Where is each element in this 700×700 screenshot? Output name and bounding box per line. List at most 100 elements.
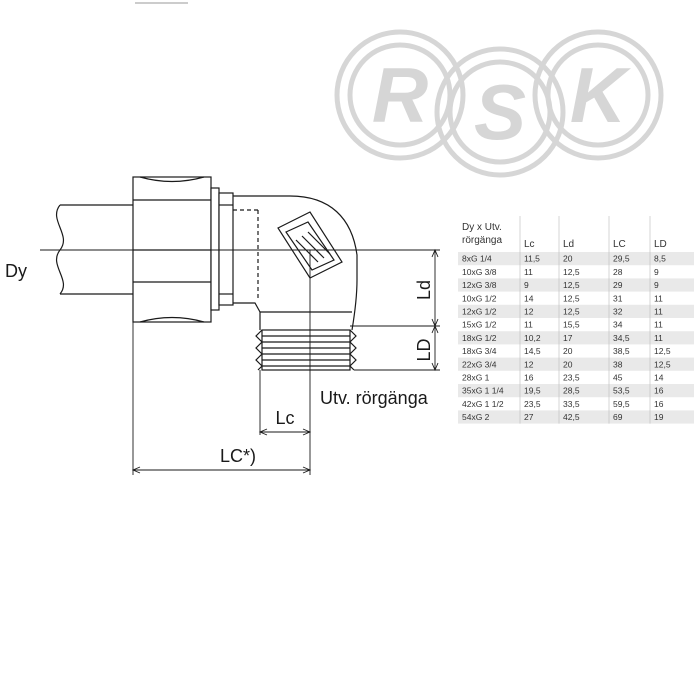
table-row: 8xG 1/4 11,5 20 29,5 8,5 [458,252,694,266]
dimension-lines [40,248,440,475]
table-cell: 16 [654,386,664,396]
table-cell: 12xG 3/8 [462,280,497,290]
label-ld-upper: Ld [414,280,434,300]
table-cell: 16 [524,373,534,383]
table-cell: 9 [654,280,659,290]
table-cell: 12,5 [563,267,580,277]
label-lc-total: LC*) [220,446,256,466]
table-row-stripe [458,252,694,266]
table-cell: 29,5 [613,254,630,264]
table-cell: 18xG 1/2 [462,333,497,343]
table-row-stripe [458,278,694,292]
label-thread: Utv. rörgänga [320,388,429,408]
table-cell: 8,5 [654,254,666,264]
table-cell: 53,5 [613,386,630,396]
table-cell: 17 [563,333,573,343]
table-cell: 22xG 3/4 [462,359,497,369]
table-cell: 11 [654,320,663,330]
table-cell: 59,5 [613,399,630,409]
table-cell: 12 [524,307,534,317]
table-cell: 12,5 [563,280,580,290]
table-cell: 23,5 [524,399,541,409]
table-cell: 9 [654,267,659,277]
table-row: 15xG 1/2 11 15,5 34 11 [462,320,663,330]
table-cell: 10,2 [524,333,541,343]
table-row-stripe [458,384,694,398]
elbow-fitting [55,176,358,371]
label-ld-lower: LD [414,338,434,361]
table-cell: 42xG 1 1/2 [462,399,504,409]
table-cell: 23,5 [563,373,580,383]
table-cell: 10xG 1/2 [462,293,497,303]
table-cell: 69 [613,412,623,422]
logo-letter-k: K [570,51,632,139]
table-cell: 54xG 2 [462,412,490,422]
label-dy: Dy [5,261,27,281]
table-cell: 11 [654,307,663,317]
rsk-logo: R S K [334,29,664,178]
table-cell: 12,5 [563,293,580,303]
table-header: Ld [563,239,574,250]
logo-ring-r [334,29,466,161]
table-row-stripe [458,331,694,345]
table-cell: 8xG 1/4 [462,254,492,264]
table-row: 35xG 1 1/4 19,5 28,5 53,5 16 [458,384,694,398]
table-cell: 19,5 [524,386,541,396]
table-cell: 32 [613,307,623,317]
table-cell: 12 [524,359,534,369]
table-cell: 12,5 [563,307,580,317]
table-cell: 14 [654,373,664,383]
table-cell: 14 [524,293,534,303]
male-thread [255,329,357,371]
marking-plate [277,211,343,279]
table-header: LD [654,239,667,250]
table-cell: 29 [613,280,623,290]
table-cell: 11 [654,293,663,303]
table-cell: 33,5 [563,399,580,409]
logo-letter-r: R [372,51,428,139]
table-cell: 9 [524,280,529,290]
table-cell: 35xG 1 1/4 [462,386,504,396]
table-cell: 11,5 [524,254,540,264]
table-cell: 11 [654,333,663,343]
table-cell: 28 [613,267,623,277]
table-cell: 11 [524,267,533,277]
table-header: rörgänga [462,235,502,246]
flange-collar [210,187,234,311]
table-cell: 45 [613,373,623,383]
table-cell: 34 [613,320,623,330]
table-header: LC [613,239,626,250]
table-cell: 15xG 1/2 [462,320,497,330]
table-cell: 28xG 1 [462,373,490,383]
table-header: Dy x Utv. [462,222,502,233]
table-row-stripe [458,304,694,318]
table-cell: 10xG 3/8 [462,267,497,277]
table-cell: 19 [654,412,664,422]
table-row: 42xG 1 1/2 23,5 33,5 59,5 16 [462,399,664,409]
tube [55,204,133,295]
table-row-stripe [458,357,694,371]
table-cell: 42,5 [563,412,580,422]
table-cell: 18xG 3/4 [462,346,497,356]
hex-nut [132,176,212,323]
table-row-stripe [458,410,694,424]
table-row: 12xG 3/8 9 12,5 29 9 [458,278,694,292]
table-cell: 38 [613,359,623,369]
table-cell: 12,5 [654,346,671,356]
table-cell: 15,5 [563,320,580,330]
table-cell: 38,5 [613,346,630,356]
table-cell: 28,5 [563,386,580,396]
table-cell: 11 [524,320,533,330]
elbow-body [233,195,358,331]
table-cell: 20 [563,254,573,264]
logo-letter-s: S [474,68,526,156]
table-cell: 16 [654,399,664,409]
